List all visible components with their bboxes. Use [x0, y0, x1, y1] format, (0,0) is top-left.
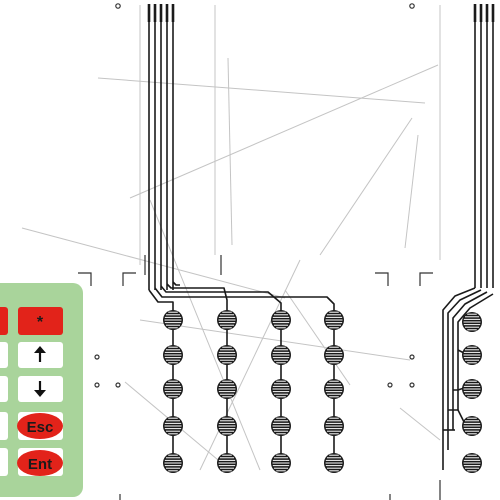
contact-pad — [217, 453, 237, 473]
contact-pad — [163, 310, 183, 330]
partial-key-left-3 — [0, 376, 8, 402]
contact-pad — [271, 379, 291, 399]
partial-key-left-5 — [0, 448, 8, 476]
contact-pad — [324, 416, 344, 436]
contact-pad — [163, 379, 183, 399]
contact-pad — [217, 416, 237, 436]
contact-pad-column-right — [462, 312, 482, 473]
contact-pad — [163, 416, 183, 436]
contact-pad — [271, 453, 291, 473]
connector-tail-right — [473, 4, 495, 22]
key-esc-label: Esc — [27, 419, 54, 436]
arrow-up-icon — [34, 346, 46, 362]
key-esc[interactable]: Esc — [17, 412, 63, 440]
contact-pad — [163, 453, 183, 473]
contact-pad — [462, 345, 482, 365]
contact-pad — [324, 379, 344, 399]
contact-pad — [324, 453, 344, 473]
key-ent-label: Ent — [28, 456, 52, 473]
key-star[interactable]: * — [18, 307, 63, 335]
contact-pad — [271, 345, 291, 365]
contact-pad — [462, 453, 482, 473]
registration-marks — [78, 3, 441, 500]
contact-pad — [271, 310, 291, 330]
arrow-down-icon — [34, 381, 46, 397]
guide-lines — [21, 5, 441, 471]
circuit-traces-right — [442, 22, 494, 470]
contact-pad — [217, 345, 237, 365]
key-ent[interactable]: Ent — [17, 448, 63, 476]
key-down[interactable] — [18, 376, 63, 402]
contact-pad — [217, 310, 237, 330]
keypad-overlay: * Esc Ent — [0, 283, 83, 497]
contact-pad-grid — [163, 310, 344, 473]
partial-key-left-1 — [0, 307, 8, 335]
connector-tail-left — [147, 4, 175, 22]
contact-pad — [324, 310, 344, 330]
contact-pad — [462, 379, 482, 399]
partial-key-left-4 — [0, 412, 8, 440]
contact-pad — [271, 416, 291, 436]
contact-pad — [324, 345, 344, 365]
key-star-label: * — [37, 314, 44, 331]
contact-pad — [217, 379, 237, 399]
key-up[interactable] — [18, 342, 63, 368]
contact-pad — [462, 312, 482, 332]
contact-pad — [462, 416, 482, 436]
contact-pad — [163, 345, 183, 365]
partial-key-left-2 — [0, 342, 8, 368]
